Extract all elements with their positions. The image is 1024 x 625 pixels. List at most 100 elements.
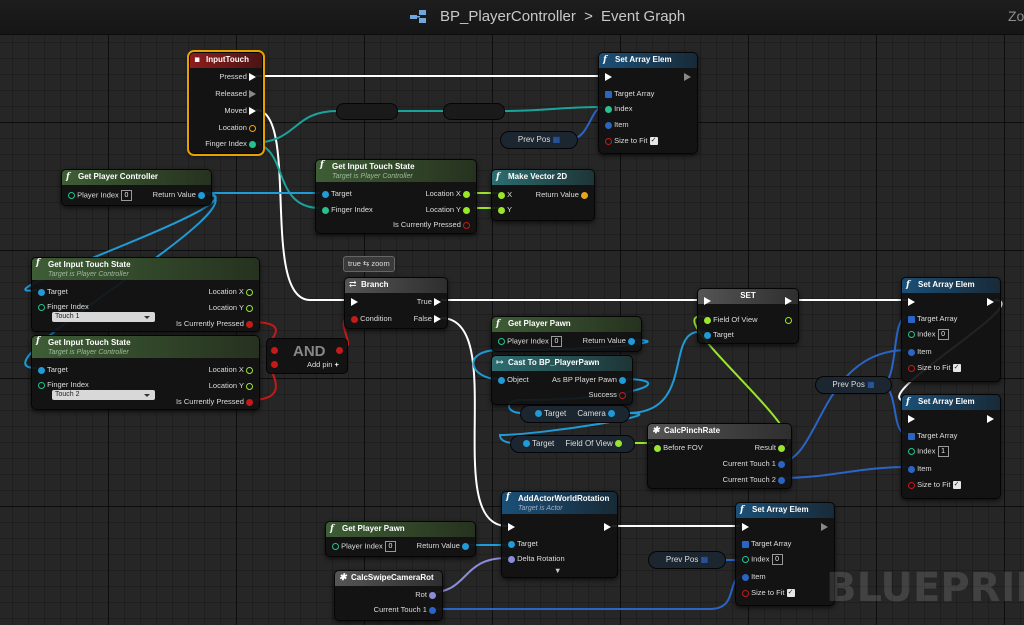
pin-player-index[interactable] [498, 338, 505, 345]
and-boolean-node[interactable]: AND Add pin + [266, 338, 348, 374]
pin-fov[interactable] [615, 440, 623, 448]
pin-location-y[interactable] [246, 382, 253, 390]
pin-item[interactable] [908, 465, 915, 473]
exec-in-pin[interactable] [908, 415, 915, 424]
player-index-field[interactable]: 0 [384, 541, 396, 552]
set-field-of-view-node[interactable]: SET Field Of View Target [697, 288, 799, 344]
calc-pinch-rate-node[interactable]: ✱CalcPinchRate Before FOV Result Current… [647, 423, 792, 489]
prev-pos-getter-1[interactable]: Prev Pos ▦ [500, 131, 578, 149]
pin-return-value[interactable] [198, 191, 205, 199]
index-field[interactable]: 0 [771, 554, 783, 565]
index-field[interactable]: 0 [937, 329, 949, 340]
pin-finger-index[interactable] [38, 381, 45, 389]
player-index-field[interactable]: 0 [120, 190, 132, 201]
pin-item[interactable] [908, 348, 915, 356]
pin-index[interactable] [605, 105, 612, 113]
branch-node[interactable]: ⇄Branch Condition True False [344, 277, 448, 329]
array-pin[interactable] [908, 432, 915, 440]
exec-pin-released[interactable] [249, 90, 256, 99]
exec-in-pin[interactable] [605, 73, 612, 82]
pin-condition[interactable] [351, 315, 358, 323]
add-pin-button[interactable]: Add pin + [307, 360, 339, 369]
pin-current-touch-1[interactable] [429, 606, 436, 614]
exec-out-pin[interactable] [604, 523, 611, 532]
pin-rot[interactable] [429, 591, 436, 599]
pin-index[interactable] [908, 448, 915, 455]
pin-size-to-fit[interactable] [742, 589, 749, 597]
pin-size-to-fit[interactable] [605, 137, 612, 145]
exec-in-pin[interactable] [742, 523, 749, 532]
pin-location-x[interactable] [463, 190, 470, 198]
pin-object[interactable] [498, 376, 505, 384]
reroute-node[interactable] [336, 103, 398, 120]
pin-target[interactable] [508, 540, 515, 548]
input-touch-node[interactable]: ▪InputTouch Pressed Released Moved Locat… [187, 50, 265, 156]
pin-success[interactable] [619, 391, 626, 399]
pin-is-pressed[interactable] [246, 320, 253, 328]
player-index-field[interactable]: 0 [550, 336, 562, 347]
reroute-node[interactable] [443, 103, 505, 120]
finger-index-dropdown[interactable]: Touch 2 [52, 390, 155, 400]
size-to-fit-checkbox[interactable]: ✓ [649, 137, 658, 146]
exec-in-pin[interactable] [508, 523, 515, 532]
pin-size-to-fit[interactable] [908, 364, 915, 372]
exec-out-pin[interactable] [785, 297, 792, 306]
exec-in-pin[interactable] [704, 297, 711, 306]
pin-location[interactable] [249, 124, 256, 132]
array-pin[interactable] [742, 540, 749, 548]
camera-getter-node[interactable]: Target Camera [520, 405, 630, 423]
pin-delta-rotation[interactable] [508, 555, 515, 563]
size-to-fit-checkbox[interactable]: ✓ [952, 481, 961, 490]
exec-pin-true[interactable] [434, 298, 441, 307]
pin-location-y[interactable] [246, 304, 253, 312]
pin-index[interactable] [742, 556, 749, 563]
pin-target[interactable] [704, 331, 711, 339]
cast-to-player-pawn-node[interactable]: ↦Cast To BP_PlayerPawn Object As BP Play… [491, 355, 633, 405]
pin-location-y[interactable] [463, 206, 470, 214]
pin-is-pressed[interactable] [246, 398, 253, 406]
exec-pin-pressed[interactable] [249, 73, 256, 82]
pin-x[interactable] [498, 191, 505, 199]
size-to-fit-checkbox[interactable]: ✓ [786, 589, 795, 598]
exec-pin-false[interactable] [434, 315, 441, 324]
pin-item[interactable] [742, 573, 749, 581]
breadcrumb-asset[interactable]: BP_PlayerController [440, 8, 576, 25]
pin-current-touch-2[interactable] [778, 476, 785, 484]
pin-target[interactable] [38, 366, 45, 374]
index-field[interactable]: 1 [937, 446, 949, 457]
pin-target[interactable] [534, 410, 542, 418]
pin-target[interactable] [322, 190, 329, 198]
pin-finger-index[interactable] [322, 206, 329, 214]
pin-current-touch-1[interactable] [778, 460, 785, 468]
pin-return-value[interactable] [462, 542, 469, 550]
exec-out-pin[interactable] [684, 73, 691, 82]
pin-field-of-view[interactable] [704, 316, 711, 324]
pin-is-pressed[interactable] [463, 221, 470, 229]
pin-size-to-fit[interactable] [908, 481, 915, 489]
pin-target[interactable] [38, 288, 45, 296]
pin-a[interactable] [271, 346, 278, 354]
pin-index[interactable] [908, 331, 915, 338]
pin-camera[interactable] [608, 410, 616, 418]
pin-finger-index[interactable] [249, 140, 256, 148]
pin-return[interactable] [336, 346, 343, 354]
prev-pos-getter-3[interactable]: Prev Pos ▦ [648, 551, 726, 569]
pin-output[interactable] [785, 316, 792, 324]
pin-location-x[interactable] [246, 366, 253, 374]
pin-return-value[interactable] [581, 191, 588, 199]
array-pin[interactable] [605, 90, 612, 98]
finger-index-dropdown[interactable]: Touch 1 [52, 312, 155, 322]
exec-in-pin[interactable] [908, 298, 915, 307]
pin-before-fov[interactable] [654, 444, 661, 452]
breadcrumb-graph[interactable]: Event Graph [601, 8, 686, 25]
exec-in-pin[interactable] [351, 298, 358, 307]
pin-y[interactable] [498, 206, 505, 214]
